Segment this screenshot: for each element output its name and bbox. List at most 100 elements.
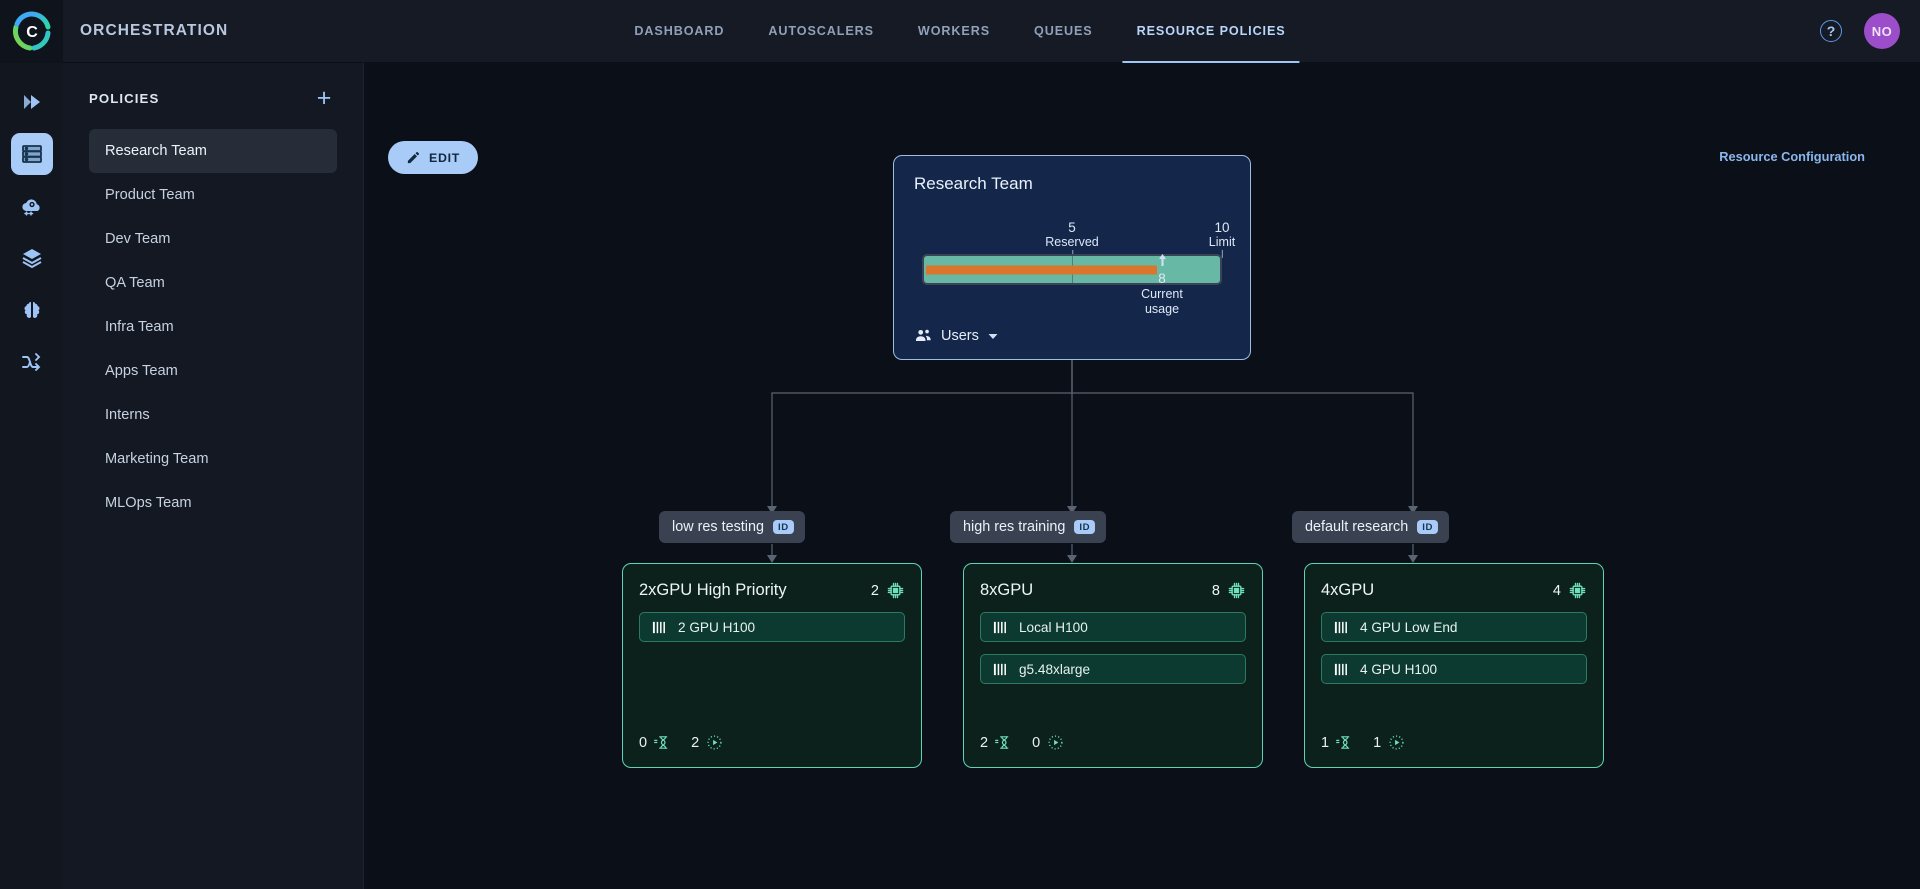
gpu-count-value: 2 [870, 582, 879, 599]
gpu-bars-icon [1334, 663, 1347, 675]
policies-header: POLICIES + [63, 63, 363, 117]
play-circle-dotted-icon [1389, 735, 1404, 750]
gauge-limit-label: Limit [1208, 235, 1236, 249]
plus-icon[interactable]: + [316, 83, 332, 112]
gauge-limit-value: 10 [1214, 220, 1230, 235]
pool-row[interactable]: 4 GPU Low End [1321, 612, 1587, 642]
server-rack-icon [21, 145, 42, 163]
gauge-bar [922, 254, 1222, 285]
tab-dashboard[interactable]: DASHBOARD [634, 24, 725, 38]
cpu-chip-icon [1228, 582, 1245, 599]
rail-item-cloud-gear[interactable] [11, 185, 53, 227]
running-stat: 1 [1373, 734, 1405, 751]
running-count: 0 [1032, 734, 1041, 751]
node-stats: 0 2 [639, 734, 723, 751]
avatar[interactable]: NO [1864, 13, 1900, 49]
rail-item-workflow[interactable] [11, 341, 53, 383]
running-count: 2 [691, 734, 700, 751]
pool-name: Local H100 [1019, 619, 1088, 635]
queue-pill-high-res-training[interactable]: high res training ID [950, 511, 1107, 543]
top-bar: C ORCHESTRATION DASHBOARD AUTOSCALERS WO… [0, 0, 1920, 63]
sidebar-item-dev-team[interactable]: Dev Team [105, 231, 171, 247]
pool-name: 4 GPU Low End [1360, 619, 1458, 635]
gauge-current-label: Current usage [1141, 287, 1183, 316]
users-label: Users [941, 327, 979, 344]
queue-pill-default-research[interactable]: default research ID [1292, 511, 1449, 543]
play-circle-dotted-icon [1048, 735, 1063, 750]
id-badge[interactable]: ID [1074, 519, 1096, 535]
pool-row[interactable]: 4 GPU H100 [1321, 654, 1587, 684]
tab-autoscalers[interactable]: AUTOSCALERS [768, 24, 874, 38]
rail-item-fast-forward[interactable] [11, 81, 53, 123]
pool-name: g5.48xlarge [1019, 661, 1091, 677]
tab-queues[interactable]: QUEUES [1034, 24, 1093, 38]
sidebar-item-marketing-team[interactable]: Marketing Team [105, 451, 209, 467]
sidebar-item-interns[interactable]: Interns [105, 407, 150, 423]
up-arrow-icon [1158, 254, 1166, 266]
top-bar-actions: ? NO [1820, 13, 1900, 49]
policies-panel: POLICIES + Research Team Product Team De… [63, 63, 364, 889]
resource-configuration-link[interactable]: Resource Configuration [1719, 149, 1865, 164]
gauge-current-value: 8 [1158, 271, 1166, 286]
pending-stat: 1 [1321, 734, 1353, 751]
id-badge[interactable]: ID [772, 519, 794, 535]
policies-title: POLICIES [89, 90, 160, 106]
app-logo[interactable]: C [0, 0, 63, 63]
sidebar-item-mlops-team[interactable]: MLOps Team [105, 495, 192, 511]
sidebar-item-research-team[interactable]: Research Team [89, 129, 337, 173]
node-header: 4xGPU 4 [1321, 581, 1587, 600]
node-stats: 1 1 [1321, 734, 1405, 751]
id-badge[interactable]: ID [1417, 519, 1438, 535]
gauge-tick-limit: 10 Limit [1208, 220, 1236, 258]
rail-item-layers[interactable] [11, 237, 53, 279]
pool-name: 2 GPU H100 [678, 619, 756, 635]
node-card-2xgpu-high-priority[interactable]: 2xGPU High Priority 2 2 GPU H100 0 [622, 563, 922, 768]
gauge-usage-fill [926, 265, 1157, 274]
gpu-bars-icon [993, 621, 1006, 633]
main-nav: DASHBOARD AUTOSCALERS WORKERS QUEUES RES… [612, 0, 1307, 63]
cpu-chip-icon [887, 582, 904, 599]
rail-item-brain[interactable] [11, 289, 53, 331]
tab-resource-policies[interactable]: RESOURCE POLICIES [1115, 0, 1308, 63]
gpu-bars-icon [993, 663, 1006, 675]
sidebar-item-qa-team[interactable]: QA Team [105, 275, 165, 291]
policy-graph: Research Team 5 Reserved 10 Limit [364, 63, 1920, 889]
hourglass-icon [1336, 736, 1350, 749]
fast-forward-icon [23, 95, 40, 109]
running-stat: 0 [1032, 734, 1064, 751]
gauge-tick-labels: 5 Reserved 10 Limit [922, 220, 1235, 258]
help-question-icon[interactable]: ? [1820, 20, 1842, 42]
gpu-count-value: 8 [1211, 582, 1220, 599]
users-dropdown[interactable]: Users [914, 326, 999, 345]
pencil-icon [407, 151, 420, 164]
running-stat: 2 [691, 734, 723, 751]
pending-count: 1 [1321, 734, 1330, 751]
pool-row[interactable]: 2 GPU H100 [639, 612, 905, 642]
gauge-current-usage-marker: 8 Current usage [1132, 253, 1192, 317]
policy-root-card[interactable]: Research Team 5 Reserved 10 Limit [893, 155, 1251, 360]
queue-pill-low-res-testing[interactable]: low res testing ID [659, 511, 805, 543]
gpu-bars-icon [1334, 621, 1347, 633]
pool-row[interactable]: Local H100 [980, 612, 1246, 642]
circular-c-logo-icon: C [12, 11, 50, 51]
running-count: 1 [1373, 734, 1382, 751]
gauge-tick-line [1222, 250, 1223, 258]
workflow-shuffle-icon [21, 353, 40, 371]
people-group-icon [915, 329, 931, 342]
gpu-count-value: 4 [1552, 582, 1561, 599]
rail-item-server-rack[interactable] [10, 133, 53, 175]
node-header: 8xGPU 8 [980, 581, 1246, 600]
gauge-tick-reserved: 5 Reserved [1045, 220, 1099, 258]
sidebar-item-apps-team[interactable]: Apps Team [105, 363, 178, 379]
edit-button[interactable]: EDIT [388, 141, 479, 174]
sidebar-item-product-team[interactable]: Product Team [105, 187, 195, 203]
pending-count: 0 [639, 734, 648, 751]
pool-row[interactable]: g5.48xlarge [980, 654, 1246, 684]
pending-stat: 0 [639, 734, 671, 751]
node-card-4xgpu[interactable]: 4xGPU 4 4 GPU Low End [1304, 563, 1604, 768]
sidebar-item-infra-team[interactable]: Infra Team [105, 319, 174, 335]
node-gpu-count: 8 [1212, 581, 1246, 600]
node-card-8xgpu[interactable]: 8xGPU 8 Local H100 g5. [963, 563, 1263, 768]
node-title: 4xGPU [1321, 581, 1375, 599]
tab-workers[interactable]: WORKERS [917, 24, 991, 38]
